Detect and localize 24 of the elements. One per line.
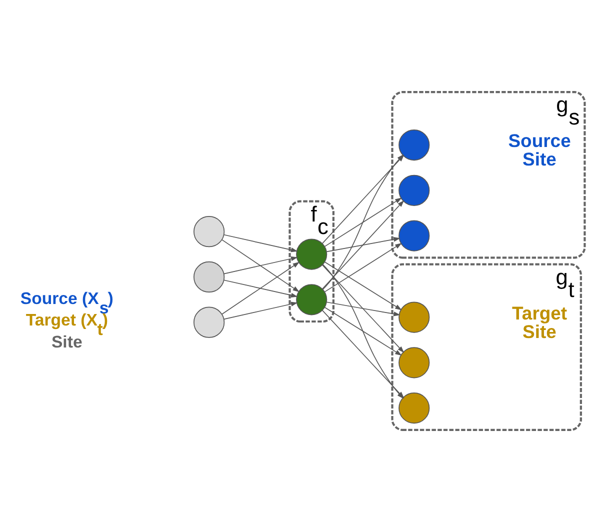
arrow [324, 242, 402, 292]
node-circle [194, 216, 225, 247]
arrow [221, 261, 300, 314]
arrow [324, 261, 402, 310]
label: Site [51, 332, 82, 352]
arrow [322, 264, 404, 352]
arrow [224, 234, 298, 252]
arrow [224, 301, 298, 320]
node-circle [296, 238, 328, 270]
arrow [224, 256, 298, 274]
arrow [221, 238, 300, 292]
node-label: Target Site [512, 302, 568, 342]
arrow [326, 301, 400, 316]
arrow [324, 197, 402, 246]
node-circle [296, 284, 328, 315]
arrow [324, 306, 402, 356]
arrow [224, 279, 298, 298]
node-circle [194, 306, 225, 338]
arrow [322, 200, 404, 289]
node-circle [398, 220, 430, 251]
arrow [326, 236, 400, 252]
node-circle [194, 260, 225, 292]
node-label: Source Site [508, 130, 571, 170]
node-circle [398, 301, 430, 332]
